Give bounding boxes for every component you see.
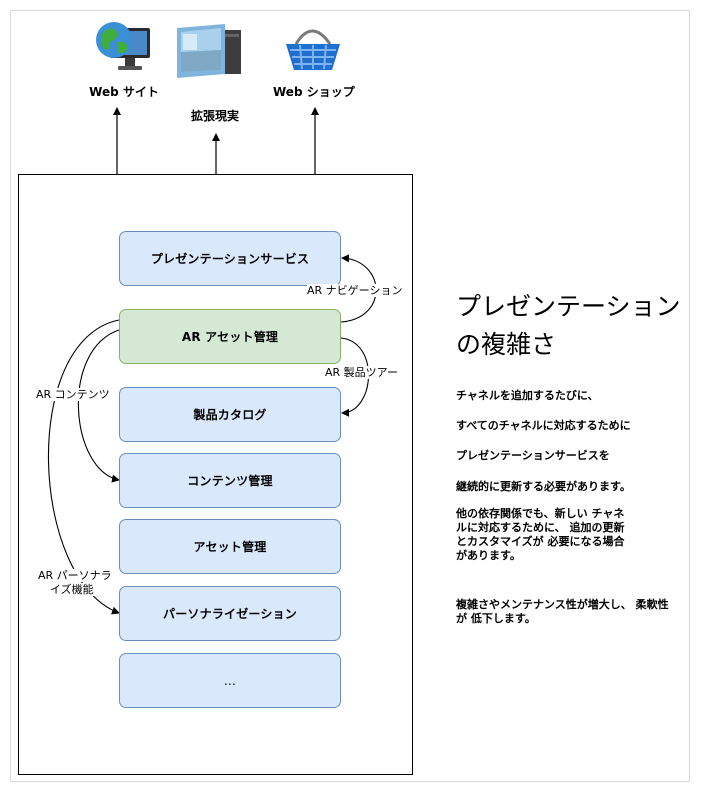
platform-container: [18, 174, 413, 775]
side-text-3: プレゼンテーションサービスを: [456, 449, 610, 462]
side-text-6: 複雑さやメンテナンス性が増大し、 柔軟性が 低下します。: [456, 598, 669, 625]
ar-asset-management-box: AR アセット管理: [119, 309, 341, 364]
diagram-frame: [10, 10, 690, 782]
website-label: Web サイト: [89, 85, 159, 99]
side-text-4: 継続的に更新する必要があります。: [456, 480, 631, 493]
content-management-box: コンテンツ管理: [119, 453, 341, 508]
side-text-1: チャネルを追加するたびに、: [456, 389, 599, 402]
personalization-box: パーソナライゼーション: [119, 586, 341, 641]
ar-label: 拡張現実: [190, 109, 239, 123]
ar-product-tour-label: AR 製品ツアー: [325, 366, 399, 379]
ar-room-icon: [173, 22, 245, 82]
ar-personalize-label-1: AR パーソナラ: [38, 569, 112, 582]
side-title: プレゼンテーションの複雑さ: [456, 292, 681, 359]
product-catalog-box: 製品カタログ: [119, 387, 341, 442]
ar-contents-label: AR コンテンツ: [36, 388, 110, 401]
more-services-box: ...: [119, 653, 341, 708]
shopping-basket-icon: [282, 18, 344, 76]
globe-monitor-icon: [92, 18, 154, 76]
ar-navigation-label: AR ナビゲーション: [307, 284, 403, 297]
side-text-2: すべてのチャネルに対応するために: [456, 419, 631, 432]
presentation-service-box: プレゼンテーションサービス: [119, 231, 341, 286]
webshop-label: Web ショップ: [273, 85, 355, 99]
asset-management-box: アセット管理: [119, 519, 341, 574]
side-text-5: 他の依存関係でも、新しい チャネルに対応するために、 追加の更新とカスタマイズが…: [456, 507, 625, 562]
ar-personalize-label-2: イズ機能: [50, 583, 94, 596]
